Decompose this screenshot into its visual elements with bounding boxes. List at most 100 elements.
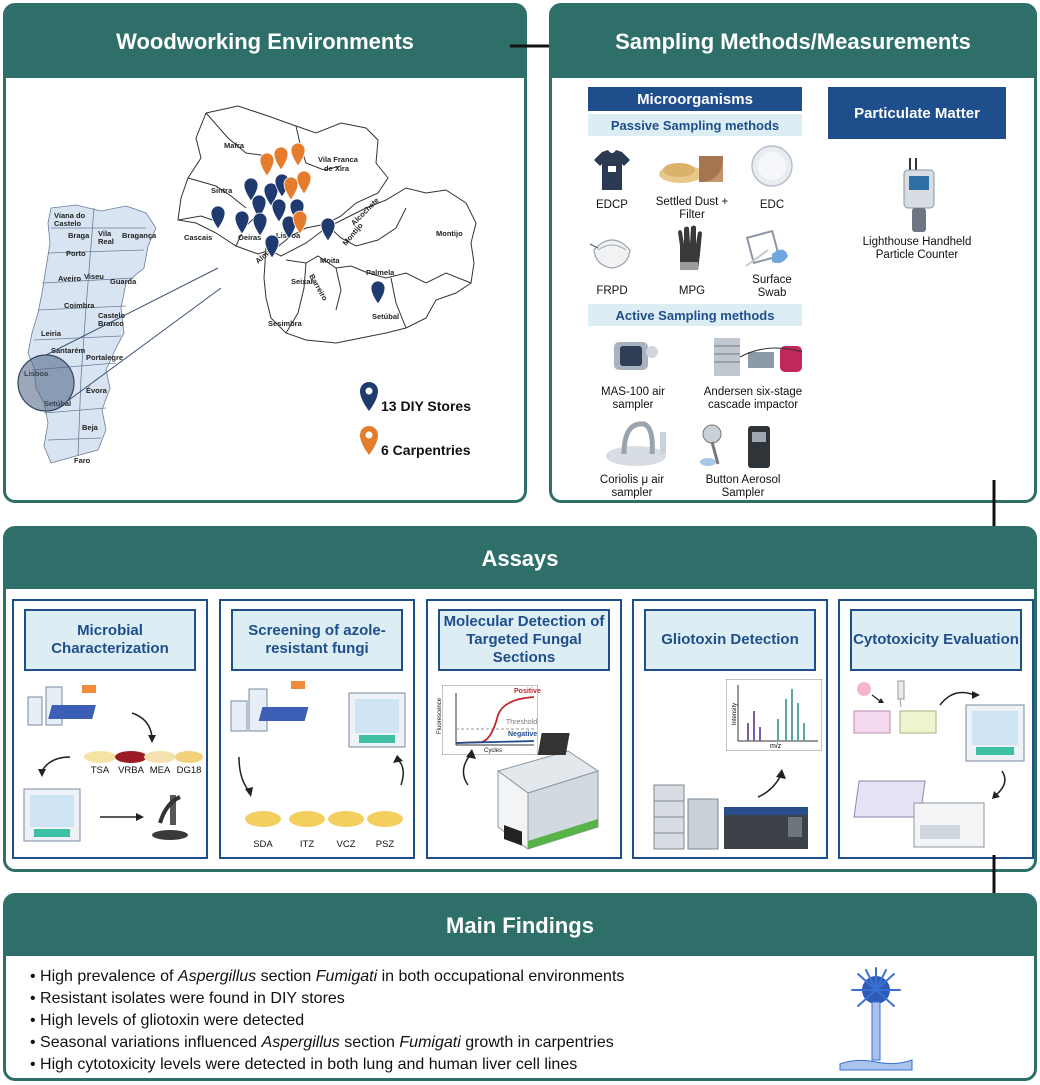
button-aerosol-sampler-icon [700, 424, 770, 468]
svg-text:Castelo: Castelo [54, 219, 82, 228]
pcr-positive-label: Positive [514, 688, 541, 695]
active-item-mas100: MAS-100 air sampler [601, 386, 665, 412]
assays-title: Assays [6, 529, 1034, 589]
assay-cytotoxicity: Cytotoxicity Evaluation [838, 599, 1034, 859]
azole-workflow-icon [230, 681, 406, 827]
svg-text:Palmela: Palmela [366, 268, 395, 277]
svg-text:Sesimbra: Sesimbra [268, 319, 303, 328]
svg-text:Oeiras: Oeiras [238, 233, 261, 242]
svg-text:Viseu: Viseu [84, 272, 104, 281]
svg-text:Mafra: Mafra [224, 141, 245, 150]
diy-legend-pin [360, 382, 378, 411]
assays-panel: Assays Microbial Characterization T [3, 526, 1037, 872]
particle-counter-icon [903, 158, 935, 232]
sampling-panel: Sampling Methods/Measurements Microorgan… [549, 3, 1037, 503]
settled-dust-icon [659, 156, 723, 183]
plate-vrba: VRBA [118, 765, 144, 776]
pcr-plot-icon [442, 685, 538, 755]
thermocycler-icon [462, 733, 600, 850]
svg-text:Vila: Vila [98, 229, 112, 238]
plate-sda: SDA [253, 839, 273, 850]
svg-text:Real: Real [98, 237, 114, 246]
plate-psz: PSZ [375, 839, 395, 850]
passive-item-settled-dust: Settled Dust + Filter [655, 196, 729, 222]
active-item-andersen: Andersen six-stage cascade impactor [703, 386, 803, 412]
plate-vcz: VCZ [336, 839, 356, 850]
passive-item-edc: EDC [759, 199, 785, 211]
svg-text:Moita: Moita [320, 256, 340, 265]
diy-store-pins [210, 173, 386, 305]
svg-text:Portalegre: Portalegre [86, 353, 123, 362]
plate-dg18: DG18 [176, 765, 202, 776]
findings-title: Main Findings [6, 896, 1034, 956]
active-header: Active Sampling methods [588, 304, 802, 326]
assay-cytotoxicity-title: Cytotoxicity Evaluation [850, 609, 1022, 671]
finding-1: High prevalence of Aspergillus section F… [30, 966, 624, 988]
findings-list: High prevalence of Aspergillus section F… [30, 966, 624, 1076]
glove-icon [678, 225, 702, 270]
passive-item-frpd: FRPD [596, 285, 628, 297]
svg-text:de Xira: de Xira [324, 164, 350, 173]
svg-text:Leiria: Leiria [41, 329, 62, 338]
ms-xlabel: m/z [770, 743, 782, 750]
tshirt-icon [594, 150, 630, 190]
svg-text:Santarém: Santarém [51, 346, 86, 355]
finding-5: High cytotoxicity levels were detected i… [30, 1054, 624, 1076]
active-item-button-aerosol: Button Aerosol Sampler [705, 474, 781, 500]
ms-ylabel: Intensity [732, 702, 739, 726]
assay-gliotoxin-title: Gliotoxin Detection [644, 609, 816, 671]
passive-item-edcp: EDCP [596, 199, 628, 211]
pcr-negative-label: Negative [508, 731, 538, 738]
pcr-xlabel: Cycles [484, 748, 503, 754]
svg-text:Vila Franca: Vila Franca [318, 155, 359, 164]
andersen-impactor-icon [714, 338, 803, 376]
svg-text:Montijo: Montijo [436, 229, 463, 238]
plate-mea: MEA [149, 765, 171, 776]
aspergillus-icon [839, 967, 913, 1071]
svg-text:Cascais: Cascais [184, 233, 212, 242]
svg-text:Seixal: Seixal [291, 277, 313, 286]
assay-microbial-title: Microbial Characterization [24, 609, 196, 671]
assay-microbial: Microbial Characterization TSA VRBA ME [12, 599, 208, 859]
svg-text:Branco: Branco [98, 319, 124, 328]
surface-swab-icon [745, 229, 788, 267]
cytotoxicity-workflow-icon [853, 680, 1025, 848]
map-legend [360, 382, 378, 455]
passive-item-surface-swab: Surface Swab [752, 274, 792, 300]
svg-text:Aveiro: Aveiro [58, 274, 81, 283]
svg-text:Beja: Beja [82, 423, 99, 432]
assay-molecular-title: Molecular Detection of Targeted Fungal S… [438, 609, 610, 671]
plate-tsa: TSA [90, 765, 110, 776]
mas100-icon [614, 342, 658, 370]
woodworking-title: Woodworking Environments [6, 6, 524, 78]
svg-text:Castelo: Castelo [98, 311, 126, 320]
petri-dish-icon [751, 145, 793, 187]
carpentry-pins [259, 142, 312, 235]
particulate-matter-header: Particulate Matter [828, 87, 1006, 139]
pcr-threshold-label: Threshold [506, 719, 538, 726]
svg-text:Guarda: Guarda [110, 277, 137, 286]
assay-molecular: Molecular Detection of Targeted Fungal S… [426, 599, 622, 859]
svg-text:Faro: Faro [74, 456, 91, 465]
assay-azole: Screening of azole-resistant fungi SDA I… [219, 599, 415, 859]
coriolis-icon [606, 421, 666, 466]
pm-device-label: Lighthouse Handheld Particle Counter [862, 236, 972, 262]
passive-header: Passive Sampling methods [588, 114, 802, 136]
svg-text:Viana do: Viana do [54, 211, 86, 220]
respirator-mask-icon [589, 239, 631, 269]
svg-text:Coimbra: Coimbra [64, 301, 95, 310]
svg-text:Braga: Braga [68, 231, 90, 240]
svg-text:Porto: Porto [66, 249, 86, 258]
assay-azole-title: Screening of azole-resistant fungi [231, 609, 403, 671]
microbial-workflow-icon [23, 685, 203, 842]
legend-carpentry-label: 6 Carpentries [381, 442, 471, 458]
carpentry-legend-pin [360, 426, 378, 455]
finding-4: Seasonal variations influenced Aspergill… [30, 1032, 624, 1054]
svg-text:Bragança: Bragança [122, 231, 157, 240]
lcms-instrument-icon [653, 769, 808, 850]
passive-item-mpg: MPG [678, 285, 706, 297]
svg-text:Évora: Évora [86, 386, 108, 395]
mass-spec-plot-icon [726, 679, 822, 751]
assay-gliotoxin: Gliotoxin Detection Intensity m/z [632, 599, 828, 859]
svg-text:Sintra: Sintra [211, 186, 233, 195]
